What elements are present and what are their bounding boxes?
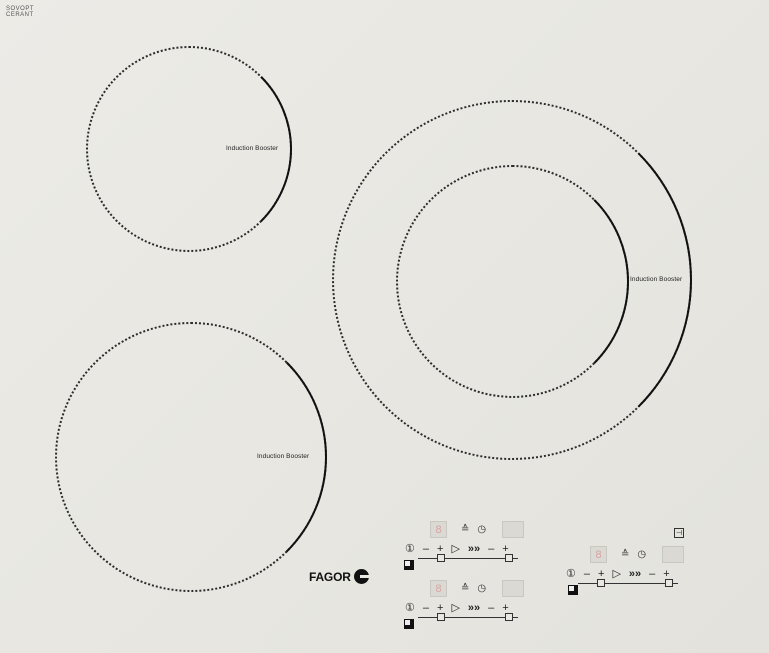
zone-selector-3[interactable] — [568, 585, 578, 595]
plus-button-3[interactable]: + — [598, 567, 605, 580]
slider-track-1[interactable] — [418, 558, 518, 559]
power-display-2: 8 — [430, 580, 447, 597]
zone-label-front-left: Induction Booster — [257, 453, 310, 460]
power-button-1[interactable]: ① — [405, 543, 415, 555]
zone-label-right: Induction Booster — [630, 276, 683, 283]
play-button-3[interactable]: ▷ — [612, 568, 621, 580]
power-display-3: 8 — [590, 546, 607, 563]
minus-button-2[interactable]: – — [422, 601, 429, 614]
timer-minus-button-2[interactable]: – — [488, 601, 495, 614]
control-button-row-3: ① – + ▷ »» – + — [566, 567, 670, 581]
heat-icon: ≙ — [621, 549, 630, 560]
timer-minus-button-1[interactable]: – — [488, 542, 495, 555]
boost-button-3[interactable]: »» — [628, 567, 642, 580]
brand-text: SOVOPT CERANT — [6, 6, 34, 18]
slider-end-3[interactable] — [665, 579, 673, 587]
boost-button-2[interactable]: »» — [467, 601, 481, 614]
heat-icon: ≙ — [461, 583, 470, 594]
control-button-row-1: ① – + ▷ »» – + — [405, 542, 509, 556]
booster-arc-right-inner — [396, 165, 629, 398]
control-button-row-2: ① – + ▷ »» – + — [405, 601, 509, 615]
zone-label-rear-left: Induction Booster — [226, 145, 279, 152]
zone-selector-1[interactable] — [404, 560, 414, 570]
booster-arc-right-outer — [332, 100, 692, 460]
zone-selector-2[interactable] — [404, 619, 414, 629]
booster-arc-rear-left — [86, 46, 292, 252]
plus-button-1[interactable]: + — [437, 542, 444, 555]
timer-display-2 — [502, 580, 525, 597]
boost-button-1[interactable]: »» — [467, 542, 481, 555]
timer-icon: ◷ — [477, 524, 487, 535]
slider-handle-1[interactable] — [437, 554, 445, 562]
minus-button-3[interactable]: – — [583, 567, 590, 580]
power-display-1: 8 — [430, 521, 447, 538]
heat-icon: ≙ — [461, 524, 470, 535]
brand-line-1: SOVOPT — [6, 6, 35, 12]
slider-end-1[interactable] — [505, 554, 513, 562]
timer-plus-button-1[interactable]: + — [502, 542, 509, 555]
timer-display-1 — [502, 521, 525, 538]
minus-button-1[interactable]: – — [422, 542, 429, 555]
plus-button-2[interactable]: + — [437, 601, 444, 614]
booster-arc-front-left — [55, 322, 327, 592]
lock-icon[interactable]: ⊣ — [674, 528, 684, 538]
slider-track-2[interactable] — [418, 617, 518, 618]
play-button-1[interactable]: ▷ — [451, 543, 460, 555]
timer-minus-button-3[interactable]: – — [649, 567, 656, 580]
logo-mark-icon — [353, 569, 369, 584]
timer-plus-button-3[interactable]: + — [663, 567, 670, 580]
timer-icon: ◷ — [477, 583, 487, 594]
timer-icon: ◷ — [637, 549, 647, 560]
slider-handle-3[interactable] — [597, 579, 605, 587]
slider-track-3[interactable] — [578, 583, 678, 584]
power-button-3[interactable]: ① — [566, 568, 576, 580]
fagor-logo: FAGOR — [309, 569, 369, 584]
play-button-2[interactable]: ▷ — [451, 602, 460, 614]
control-display-row-3: 8 ≙ ◷ — [590, 546, 685, 563]
timer-display-3 — [662, 546, 685, 563]
control-display-row-2: 8 ≙ ◷ — [430, 580, 525, 597]
slider-end-2[interactable] — [505, 613, 513, 621]
brand-line-2: CERANT — [6, 12, 34, 18]
slider-handle-2[interactable] — [437, 613, 445, 621]
control-display-row-1: 8 ≙ ◷ — [430, 521, 525, 538]
power-button-2[interactable]: ① — [405, 602, 415, 614]
timer-plus-button-2[interactable]: + — [502, 601, 509, 614]
logo-text: FAGOR — [309, 569, 351, 584]
